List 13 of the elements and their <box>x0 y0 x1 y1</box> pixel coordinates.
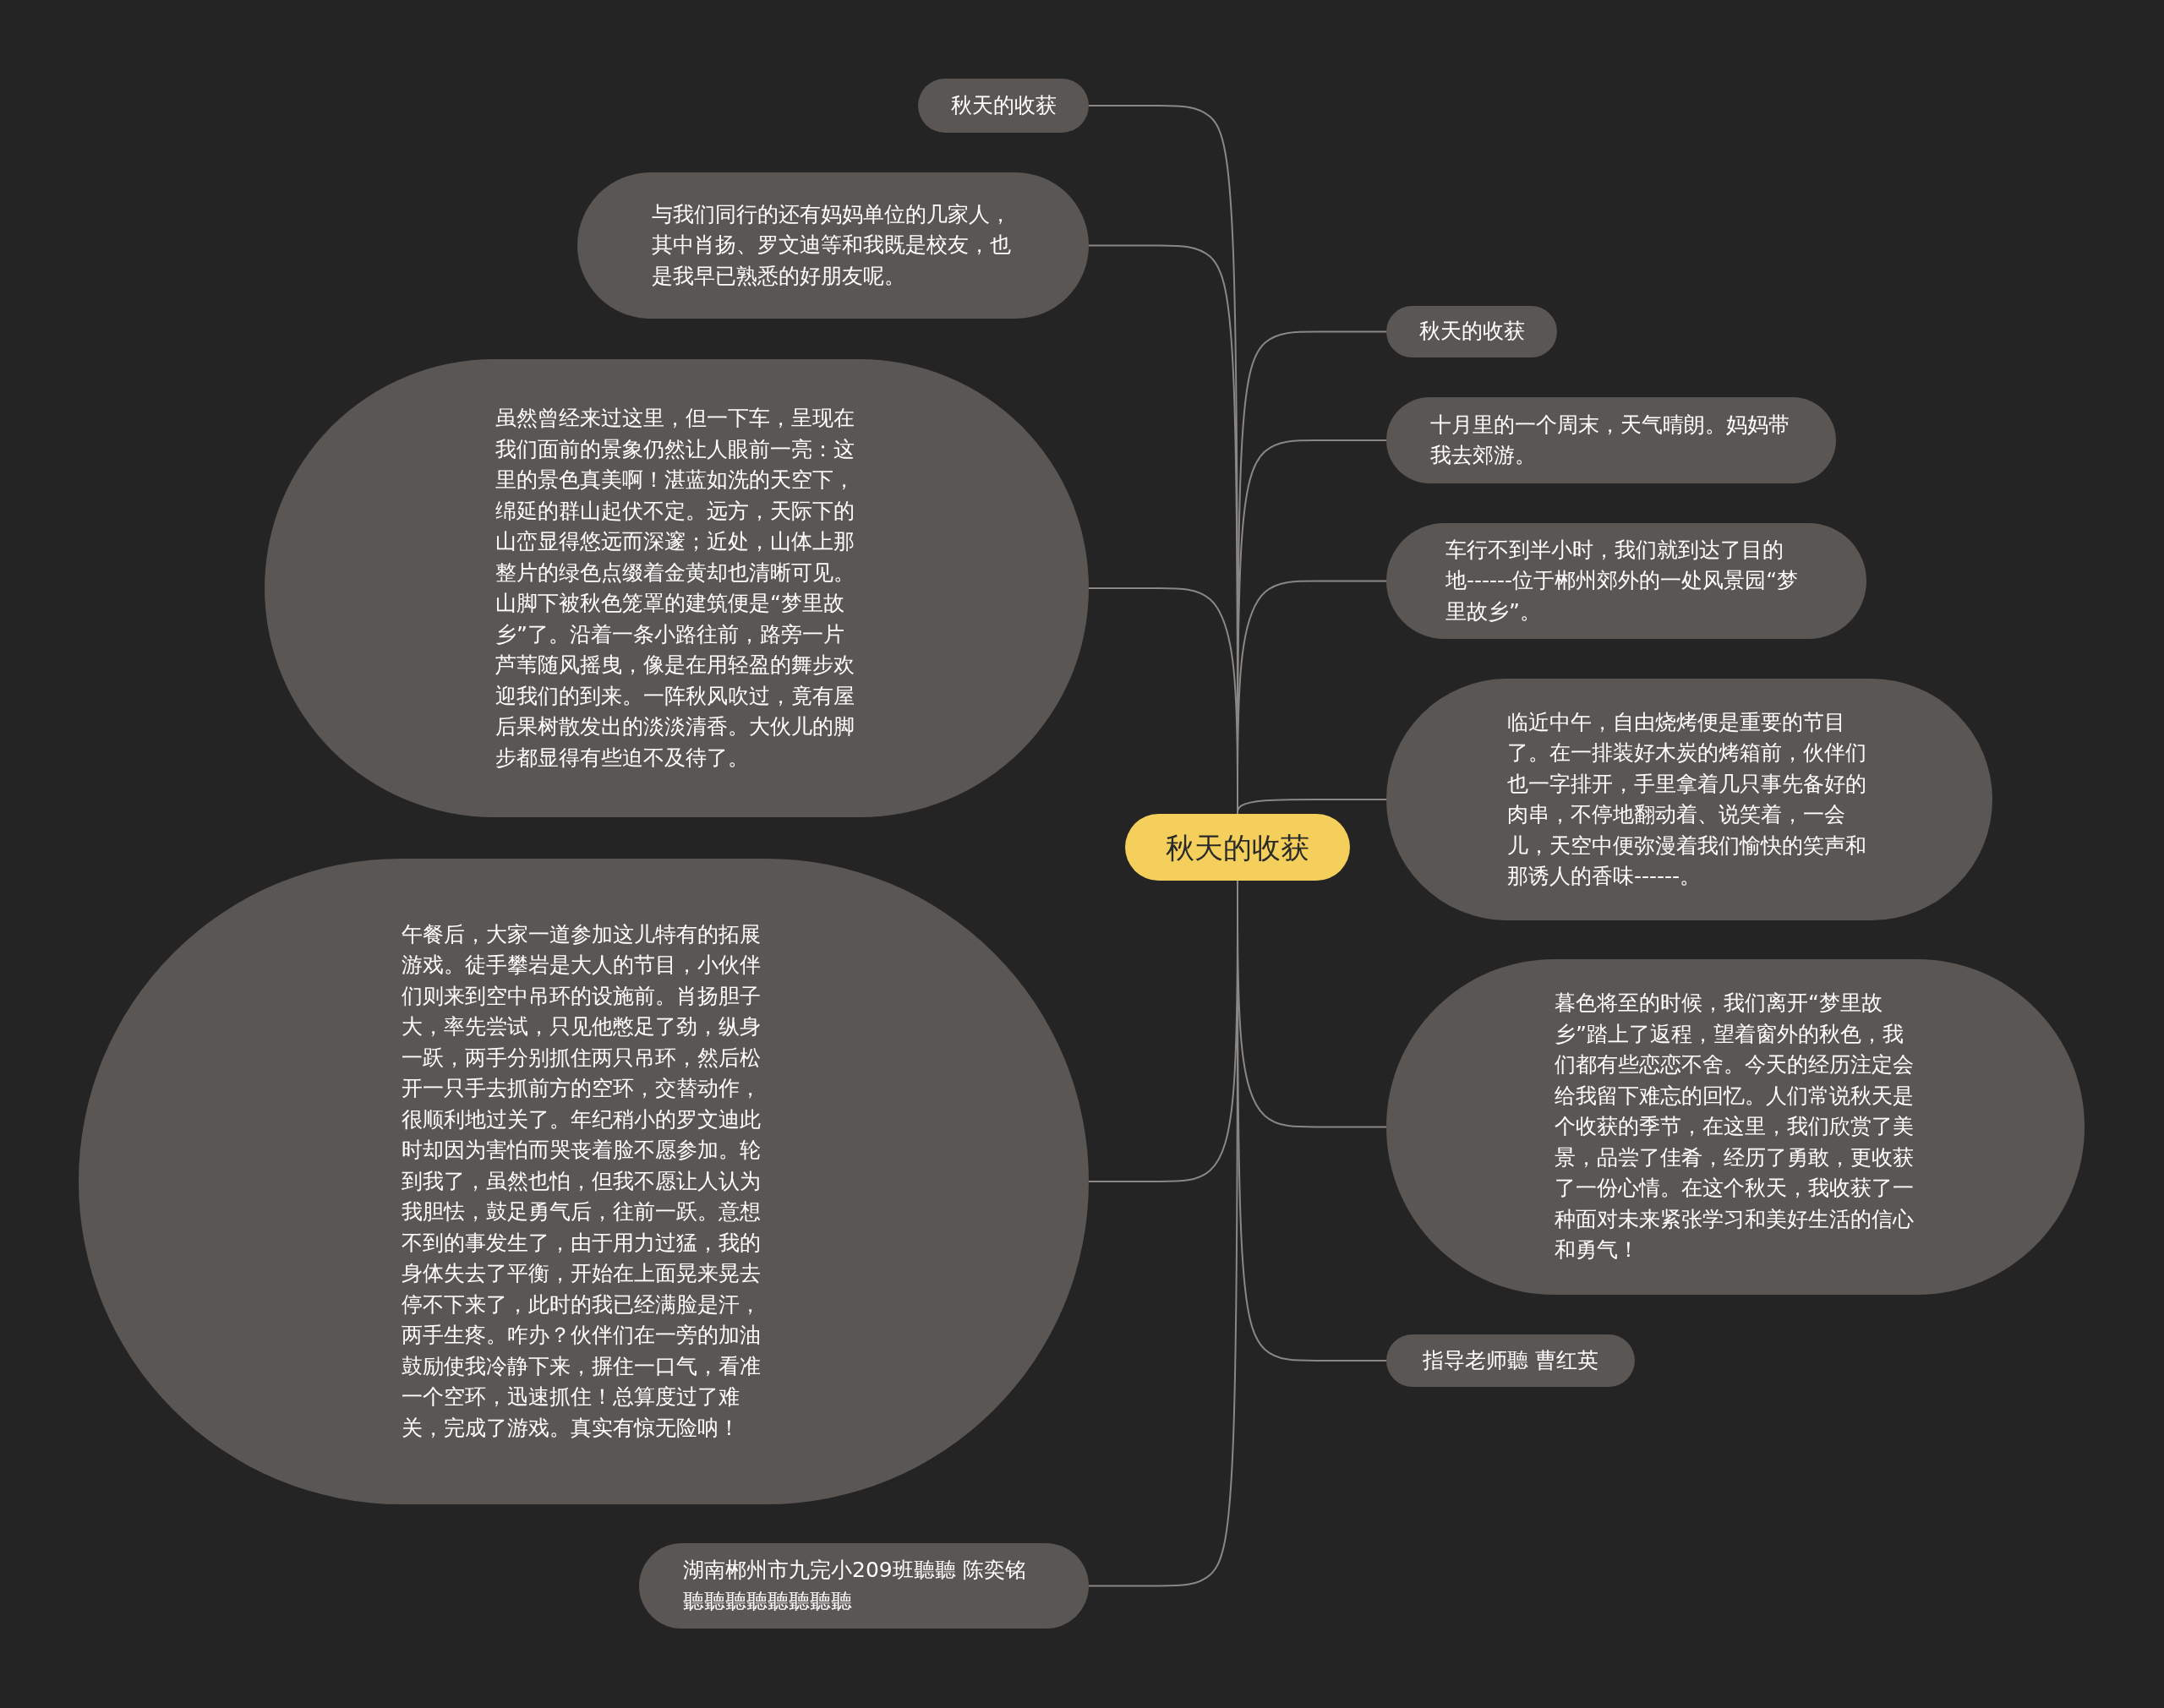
topic-text: 秋天的收获 <box>1166 830 1309 865</box>
topic-text: 秋天的收获 <box>950 91 1057 119</box>
topic-text: 虽然曾经来过这里，但一下车，呈现在我们面前的景象仍然让人眼前一亮：这里的景色真美啊！湛蓝如洗的天空下，绵延的群山起伏不定。远方，天际下的山峦显得悠远而深邃；近处，山体上那整片的绿色点缀着金黄却也清晰可见。山脚下被秋色笼罩的建筑便是“梦里故乡”了。沿着一条小路往前，路旁一片芦苇随风摇曳，像是在用轻盈的舞步欢迎我们的到来。一阵秋风吹过，竟有屋后果树散发出的淡淡清香。大伙儿的脚步都显得有些迫不及待了。 <box>495 405 855 772</box>
topic-text: 临近中午，自由烧烤便是重要的节目了。在一排装好木炭的烤箱前，伙伴们也一字排开，手里拿着几只事先备好的肉串，不停地翻动着、说笑着，一会儿，天空中便弥漫着我们愉快的笑声和那诱人的香味------。 <box>1507 708 1866 890</box>
topic-text: 暮色将至的时候，我们离开“梦里故乡”踏上了返程，望着窗外的秋色，我们都有些恋恋不舍。今天的经历注定会给我留下难忘的回忆。人们常说秋天是个收获的季节，在这里，我们欣赏了美景，品尝了佳肴，经历了勇敢，更收获了一份心情。在这个秋天，我收获了一种面对未来紧张学习和美好生活的信心和勇气！ <box>1555 990 1914 1264</box>
topic-text: 午餐后，大家一道参加这儿特有的拓展游戏。徒手攀岩是大人的节目，小伙伴们则来到空中吊环的设施前。肖扬胆子大，率先尝试，只见他憋足了劲，纵身一跃，两手分别抓住两只吊环，然后松开一只手去抓前方的空环，交替动作，很顺利地过关了。年纪稍小的罗文迪此时却因为害怕而哭丧着脸不愿参加。轮到我了，虽然也怕，但我不愿让人认为我胆怯，鼓足勇气后，往前一跃。意想不到的事发生了，由于用力过猛，我的身体失去了平衡，开始在上面晃来晃去停不下来了，此时的我已经满脸是汗，两手生疼。咋办？伙伴们在一旁的加油鼓励使我冷静下来，摒住一口气，看准一个空环，迅速抓住！总算度过了难关，完成了游戏。真实有惊无险呐！ <box>402 920 761 1442</box>
connector-line <box>1237 799 1387 815</box>
topic-text: 秋天的收获 <box>1418 318 1525 346</box>
topic-text: 十月里的一个周末，天气晴朗。妈妈带我去郊游。 <box>1430 411 1790 469</box>
topic-text: 与我们同行的还有妈妈单位的几家人，其中肖扬、罗文迪等和我既是校友，也是我早已熟悉的好朋友呢。 <box>652 200 1011 290</box>
topic-text: 湖南郴州市九完小209班聽聽 陈奕铭聽聽聽聽聽聽聽聽 <box>683 1557 1027 1615</box>
topic-text: 指导老师聽 曹红英 <box>1423 1346 1598 1374</box>
topic-text: 车行不到半小时，我们就到达了目的地------位于郴州郊外的一处风景园“梦里故乡”。 <box>1445 536 1800 625</box>
